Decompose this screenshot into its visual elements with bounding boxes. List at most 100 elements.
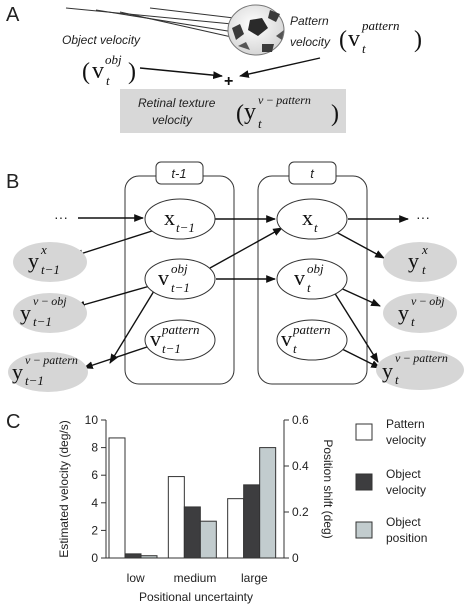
node-superscript: v − pattern xyxy=(395,351,448,365)
category-labels: low medium large xyxy=(127,571,268,585)
node-yvobj-curr: y v − obj t xyxy=(383,293,457,333)
node-superscript: pattern xyxy=(292,322,331,337)
object-velocity-label: Object velocity xyxy=(62,33,141,47)
category-label: low xyxy=(127,571,145,585)
legend: PatternvelocityObjectvelocityObjectposit… xyxy=(355,417,427,545)
edge-vobj-curr-to-yvobj-curr xyxy=(335,285,381,307)
category-label: medium xyxy=(174,571,217,585)
node-subscript: t xyxy=(422,262,426,277)
legend-swatch xyxy=(355,423,373,441)
edge-vobj-prev-to-yvpat-prev xyxy=(109,290,155,364)
edge-x-curr-to-yx-curr xyxy=(335,231,385,259)
paren-close: ) xyxy=(414,27,422,53)
paren-open: ( xyxy=(82,59,90,85)
legend-label-line1: Object xyxy=(386,467,421,481)
right-tick-label: 0 xyxy=(292,551,299,565)
node-vpat-curr: v pattern t xyxy=(276,319,348,361)
bar-object-velocity-large xyxy=(243,484,261,559)
node-superscript: x xyxy=(421,242,428,257)
bar-pattern-velocity-low xyxy=(108,437,126,559)
node-symbol: v xyxy=(294,265,305,290)
left-tick-label: 4 xyxy=(91,496,98,510)
legend-label-line2: position xyxy=(386,531,427,545)
node-subscript: t xyxy=(293,341,297,356)
legend-label-line2: velocity xyxy=(386,433,426,447)
retinal-label-1: Retinal texture xyxy=(138,96,216,110)
bar-object-velocity-medium xyxy=(183,506,201,559)
legend-swatch xyxy=(355,521,373,539)
node-x-prev: x t−1 xyxy=(144,198,216,240)
panel-letter-c: C xyxy=(6,411,20,433)
node-symbol: y xyxy=(28,248,39,273)
node-yvpat-curr: y v − pattern t xyxy=(376,350,464,390)
symbol-v: v xyxy=(92,58,104,84)
edge-x-prev-to-yx-prev xyxy=(73,230,153,258)
paren-open: ( xyxy=(339,27,347,53)
superscript-v-pattern: v − pattern xyxy=(258,93,311,107)
node-symbol: y xyxy=(20,300,31,325)
bars xyxy=(108,437,277,559)
retinal-symbol: ( y v − pattern t ) xyxy=(236,93,339,131)
panel-letter-b: B xyxy=(6,171,19,193)
panel-a: A Object velocity ( v obj t ) P xyxy=(6,4,422,133)
node-yvpat-prev: y v − pattern t−1 xyxy=(8,352,88,392)
ellipsis-left: ··· xyxy=(54,209,68,225)
node-vobj-prev: v obj t−1 xyxy=(144,258,216,300)
pattern-velocity-symbol: ( v pattern t ) xyxy=(339,18,422,56)
node-subscript: t−1 xyxy=(162,341,181,356)
object-velocity-symbol: ( v obj t ) xyxy=(82,52,136,88)
subscript-t: t xyxy=(106,73,110,88)
slice-tab-prev xyxy=(155,161,204,185)
right-tick-labels: 00.20.40.6 xyxy=(284,413,309,565)
node-subscript: t xyxy=(307,280,311,295)
node-superscript: obj xyxy=(171,261,188,276)
retinal-label-2: velocity xyxy=(152,113,193,127)
pattern-velocity-label-2: velocity xyxy=(290,35,331,49)
paren-open: ( xyxy=(236,101,244,127)
node-yx-prev: y x t−1 xyxy=(13,242,87,282)
node-symbol: v xyxy=(150,326,161,351)
symbol-v: v xyxy=(348,26,360,52)
edge-vobj-prev-to-x-curr xyxy=(209,227,283,269)
edge-vobj-prev-to-yvobj-prev xyxy=(75,285,151,309)
motion-streaks xyxy=(65,7,237,39)
edge-vobj-curr-to-yvpat-curr xyxy=(333,291,379,363)
node-subscript: t xyxy=(395,372,399,387)
node-superscript: v − obj xyxy=(411,294,445,308)
paren-close: ) xyxy=(331,101,339,127)
node-subscript: t−1 xyxy=(33,314,52,329)
x-axis-label: Positional uncertainty xyxy=(139,590,253,604)
node-x-curr: x t xyxy=(276,198,348,240)
node-yvobj-prev: y v − obj t−1 xyxy=(13,293,87,333)
bar-pattern-velocity-medium xyxy=(167,476,185,559)
node-superscript: v − pattern xyxy=(25,353,78,367)
arrow-pattern-to-sum xyxy=(239,57,321,78)
panel-letter-a: A xyxy=(6,4,20,26)
category-label: large xyxy=(241,571,268,585)
slice-tab-curr xyxy=(288,161,337,185)
right-tick-label: 0.6 xyxy=(292,413,309,427)
edge-vpat-prev-to-yvpat-prev xyxy=(83,345,151,369)
node-symbol: x xyxy=(164,205,175,230)
subscript-t: t xyxy=(258,116,262,131)
left-tick-label: 0 xyxy=(91,551,98,565)
superscript-obj: obj xyxy=(105,52,122,67)
node-symbol: y xyxy=(398,300,409,325)
symbol-y: y xyxy=(244,99,256,125)
left-tick-label: 10 xyxy=(85,413,99,427)
pattern-velocity-label-1: Pattern xyxy=(290,14,329,28)
bar-object-velocity-low xyxy=(124,553,142,559)
node-symbol: y xyxy=(382,358,393,383)
edge-vpat-curr-to-yvpat-curr xyxy=(339,347,381,369)
left-tick-label: 6 xyxy=(91,468,98,482)
bar-object-position-medium xyxy=(199,520,217,559)
node-superscript: v − obj xyxy=(33,294,67,308)
node-symbol: x xyxy=(302,205,313,230)
superscript-pattern: pattern xyxy=(361,18,400,33)
node-symbol: y xyxy=(12,359,23,384)
plus-sign: + xyxy=(224,73,233,90)
node-subscript: t xyxy=(314,220,318,235)
